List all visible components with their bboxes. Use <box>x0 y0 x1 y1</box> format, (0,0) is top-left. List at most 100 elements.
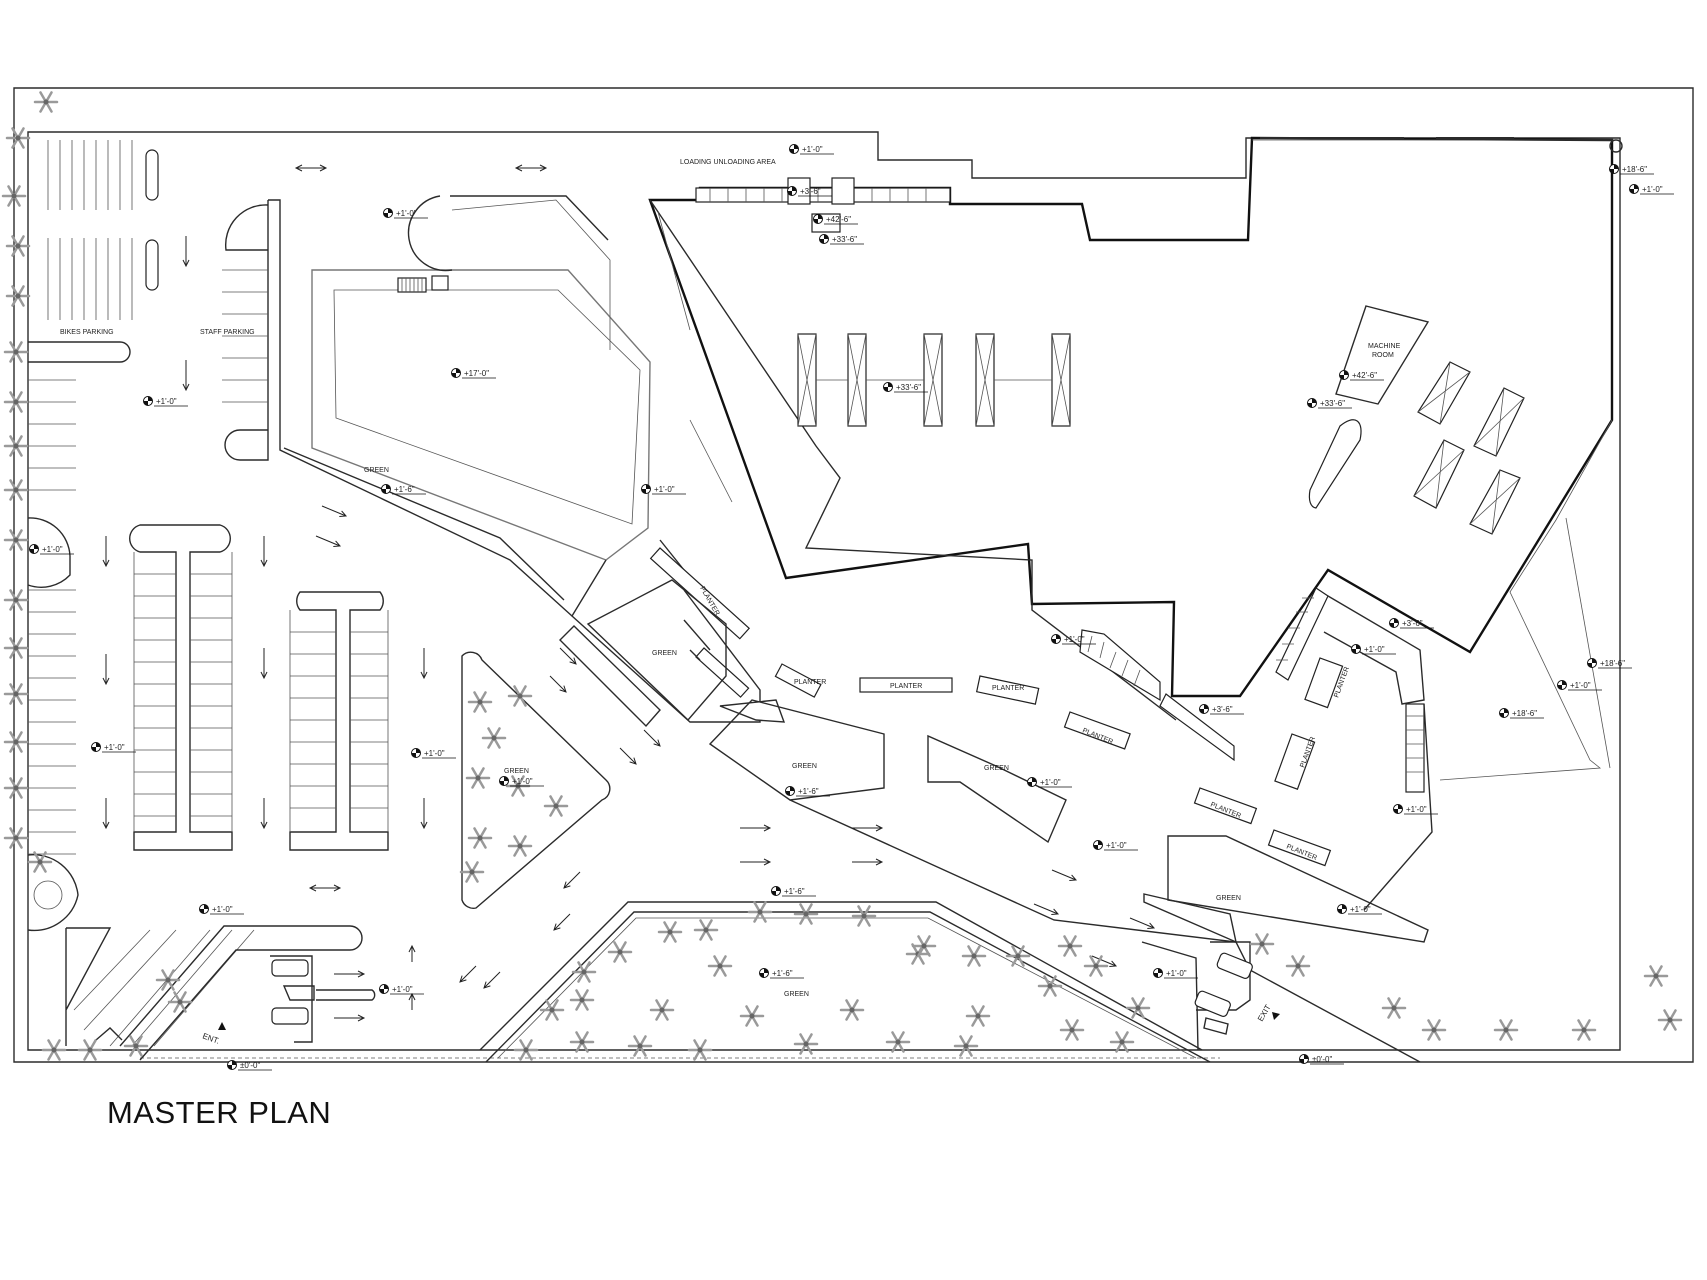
tree-icon <box>649 999 675 1021</box>
tree-icon <box>41 1039 67 1061</box>
level-label: +33'-6" <box>832 235 857 244</box>
traffic-arrow-icon <box>549 675 567 693</box>
level-label: +3'-6" <box>1212 705 1233 714</box>
level-marker-icon <box>381 484 426 495</box>
planter-box <box>1267 829 1332 867</box>
level-marker-icon <box>1027 777 1072 788</box>
level-marker-icon <box>499 776 544 787</box>
tree-icon <box>507 685 533 707</box>
tree-icon <box>5 235 31 257</box>
level-marker-icon <box>1153 968 1198 979</box>
entry-arrow-icon <box>218 1022 226 1030</box>
level-marker-icon <box>227 1060 272 1071</box>
inner-road-curb-a <box>268 199 573 617</box>
tree-icon <box>1421 1019 1447 1041</box>
traffic-arrow-icon <box>514 164 548 172</box>
tree-icon <box>839 999 865 1021</box>
planter-box <box>1274 733 1316 790</box>
level-marker-icon <box>1351 644 1396 655</box>
planter-label: PLANTER <box>794 679 826 686</box>
tree-icon <box>627 1035 653 1057</box>
tree-icon <box>965 1005 991 1027</box>
tree-icon <box>747 901 773 923</box>
level-label: ±0'-0" <box>240 1061 260 1070</box>
tree-icon <box>3 683 29 705</box>
tree-icon <box>507 835 533 857</box>
planter-label: PLANTER <box>890 683 922 690</box>
level-label: +1'-0" <box>392 985 413 994</box>
level-marker-icon <box>383 208 428 219</box>
level-label: +1'-0" <box>212 905 233 914</box>
tree-icon <box>1005 945 1031 967</box>
tree-icon <box>3 341 29 363</box>
level-label: +33'-6" <box>896 383 921 392</box>
level-marker-icon <box>1051 634 1096 645</box>
traffic-arrow-icon <box>852 824 884 832</box>
exit-dropoff <box>1194 941 1253 1035</box>
tree-icon <box>1285 955 1311 977</box>
planter-label: PLANTER <box>992 685 1024 692</box>
planter-box <box>1063 711 1131 750</box>
level-marker-icon <box>1389 618 1434 629</box>
tree-icon <box>693 919 719 941</box>
atrium-block <box>311 195 651 561</box>
level-label: +3'-6" <box>1402 619 1423 628</box>
planter-box <box>1193 787 1258 825</box>
tree-icon <box>569 1031 595 1053</box>
entry-dropoff-left <box>270 955 376 1043</box>
tree-icon <box>793 903 819 925</box>
staircase <box>397 277 427 293</box>
level-label: +1'-0" <box>654 485 675 494</box>
tree-icon <box>1109 1031 1135 1053</box>
parking-island-left <box>129 524 233 851</box>
east-stairs <box>1079 587 1433 911</box>
road-curb-south-b <box>485 911 1211 1063</box>
level-marker-icon <box>785 786 830 797</box>
bikes-parking-label: BIKES PARKING <box>60 329 114 336</box>
vent-circle <box>1609 139 1623 153</box>
tree-icon <box>1643 965 1669 987</box>
skylights <box>797 333 1071 427</box>
tree-icon <box>77 1039 103 1061</box>
level-marker-icon <box>1393 804 1438 815</box>
tree-icon <box>793 1033 819 1055</box>
level-label: +1'-6" <box>798 787 819 796</box>
tree-icon <box>3 479 29 501</box>
entry-label: ENT. <box>201 1031 220 1045</box>
green-label: GREEN <box>784 991 809 998</box>
road-curb-north <box>789 799 1421 1063</box>
level-label: +18'-6" <box>1600 659 1625 668</box>
traffic-arrow-icon <box>1129 917 1156 929</box>
tree-icon <box>3 731 29 753</box>
tree-icon <box>851 905 877 927</box>
level-label: +1'-6" <box>784 887 805 896</box>
traffic-arrow-icon <box>321 505 348 517</box>
level-label: +1'-0" <box>396 209 417 218</box>
level-marker-icon <box>771 886 816 897</box>
tree-icon <box>1057 935 1083 957</box>
tree-icon <box>467 827 493 849</box>
level-marker-icon <box>1499 708 1544 719</box>
staff-parking-area <box>222 200 269 461</box>
level-label: +42'-6" <box>826 215 851 224</box>
loading-area-label: LOADING UNLOADING AREA <box>680 159 776 166</box>
tree-icon <box>961 945 987 967</box>
tree-icon <box>1125 997 1151 1019</box>
level-marker-icon <box>813 214 858 225</box>
level-label: +1'-0" <box>1642 185 1663 194</box>
traffic-arrow-icon <box>308 884 342 892</box>
car-icon <box>1216 952 1253 979</box>
level-marker-icon <box>641 484 686 495</box>
level-marker-icon <box>199 904 244 915</box>
level-label: +42'-6" <box>1352 371 1377 380</box>
tree-icon <box>3 391 29 413</box>
tree-icon <box>953 1035 979 1057</box>
level-marker-icon <box>1093 840 1138 851</box>
tree-icon <box>3 589 29 611</box>
tree-icon <box>607 941 633 963</box>
lower-left-round-planter <box>27 853 79 932</box>
tree-icon <box>33 91 59 113</box>
traffic-arrow-icon <box>182 236 190 268</box>
traffic-arrow-icon <box>553 913 571 931</box>
planter-box <box>859 677 953 693</box>
